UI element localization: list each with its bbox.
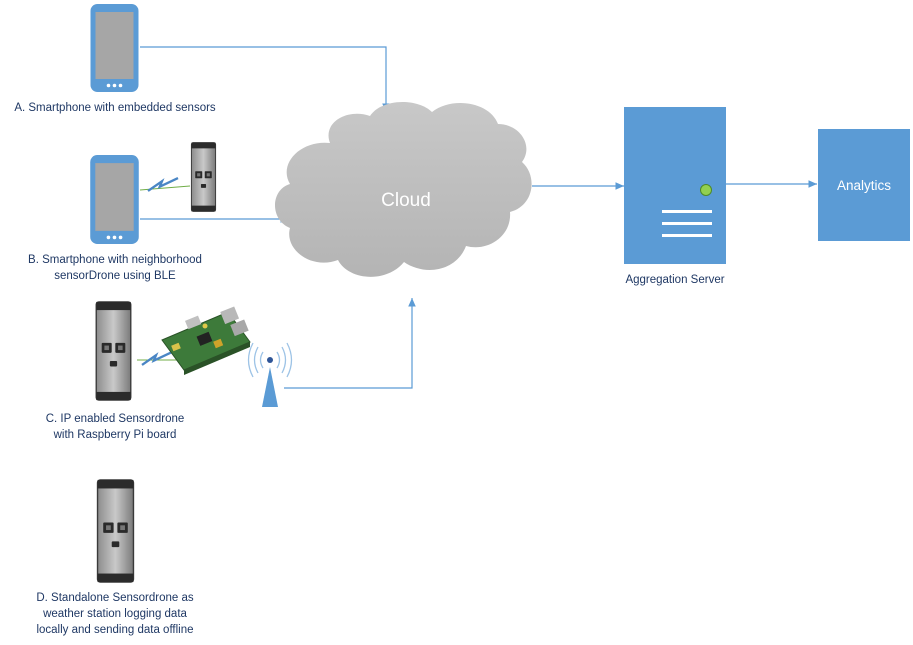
scenario-b-caption: B. Smartphone with neighborhood sensorDr… xyxy=(28,254,202,282)
wireless-link-icon xyxy=(146,177,180,192)
connector-antenna-to-cloud xyxy=(284,298,416,389)
sensordrone-b-icon xyxy=(190,142,217,212)
aggregation-server-label: Aggregation Server xyxy=(625,274,724,286)
server-icon xyxy=(624,107,726,264)
scenario-a-caption: A. Smartphone with embedded sensors xyxy=(14,102,216,114)
analytics-label: Analytics xyxy=(837,178,891,193)
wifi-link xyxy=(137,351,180,366)
analytics-box: Analytics xyxy=(818,129,910,241)
smartphone-b-icon xyxy=(90,155,139,244)
antenna-icon xyxy=(247,342,293,407)
raspberry-pi-icon xyxy=(161,306,251,375)
cloud-shape: Cloud xyxy=(275,101,532,277)
wireless-link-icon xyxy=(140,351,174,366)
cloud-label: Cloud xyxy=(381,190,431,211)
smartphone-a-icon xyxy=(90,4,139,92)
server-led xyxy=(700,184,712,196)
sensordrone-d-icon xyxy=(96,479,135,583)
connector-a-to-cloud xyxy=(140,46,390,112)
scenario-c-caption: C. IP enabled Sensordrone with Raspberry… xyxy=(45,413,185,441)
scenario-d-caption: D. Standalone Sensordrone as weather sta… xyxy=(36,592,194,636)
ble-link xyxy=(139,177,191,192)
sensordrone-c-icon xyxy=(95,301,132,401)
